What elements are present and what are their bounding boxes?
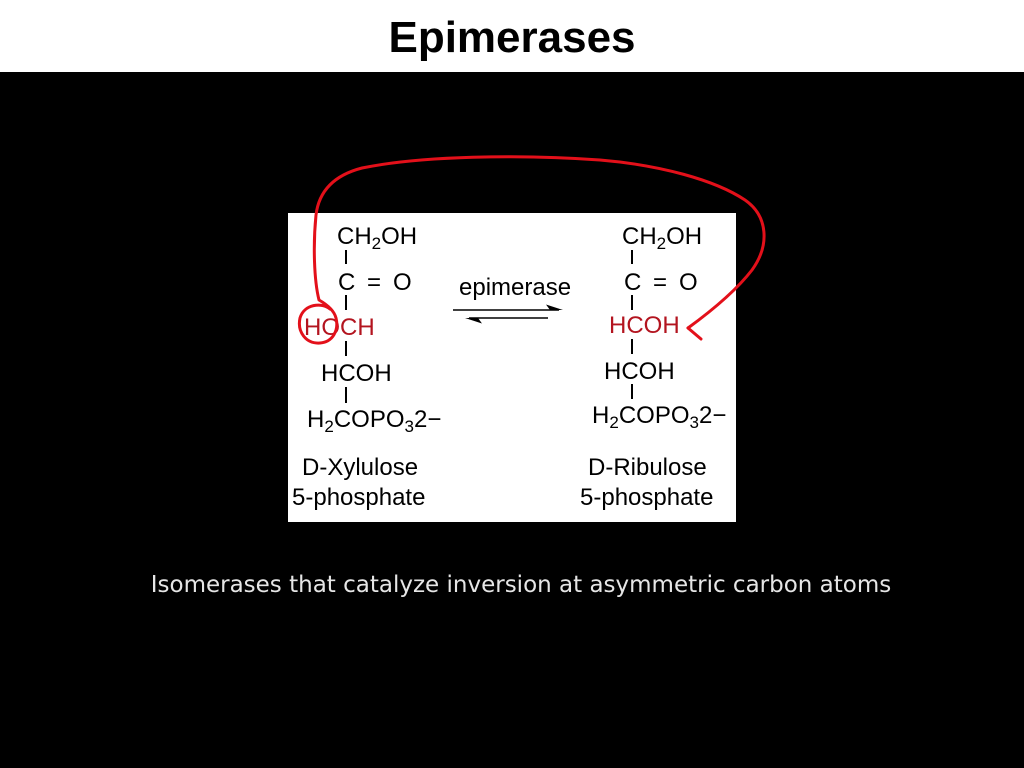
formula-subscript: 3 <box>689 413 699 432</box>
formula-subscript: 2 <box>609 413 619 432</box>
reverse-arrowhead <box>465 318 482 324</box>
product-bond-4 <box>631 384 633 399</box>
product-c1-formula: CH2OH <box>622 223 703 253</box>
product-c2-carbon: C <box>624 269 642 296</box>
slide-title: Epimerases <box>388 13 636 62</box>
reaction-diagram: epimerase CH2OH C = O HOCH HCOH H2COPO32… <box>288 213 736 522</box>
product-c4-formula: HCOH <box>604 358 675 385</box>
substrate-c1-formula: CH2OH <box>337 223 418 253</box>
formula-part: OH <box>381 223 418 250</box>
enzyme-label: epimerase <box>459 274 572 301</box>
substrate-bond-3 <box>345 341 347 356</box>
substrate-bond-4 <box>345 387 347 403</box>
formula-subscript: 3 <box>404 417 414 436</box>
product-bond-2 <box>631 295 633 310</box>
substrate-c2-oxygen: O <box>393 269 412 296</box>
product-bond-3 <box>631 339 633 354</box>
formula-subscript: 2 <box>371 234 382 253</box>
formula-part: H <box>307 406 325 433</box>
product-bond-1 <box>631 250 633 264</box>
formula-part: OH <box>666 223 703 250</box>
title-bar: Epimerases <box>0 0 1024 72</box>
substrate-c2-carbon: C <box>338 269 356 296</box>
product-c2-oxygen: O <box>679 269 698 296</box>
formula-subscript: 2 <box>324 417 334 436</box>
substrate-c3-formula: HOCH <box>304 314 375 341</box>
product-c2-double-bond: = <box>653 269 668 296</box>
formula-charge: 2− <box>413 406 442 433</box>
formula-subscript: 2 <box>656 234 667 253</box>
slide-caption: Isomerases that catalyze inversion at as… <box>150 572 892 598</box>
forward-arrowhead <box>546 304 563 310</box>
formula-part: COPO <box>618 402 690 429</box>
substrate-name: D-Xylulose <box>302 454 419 481</box>
product-name: D-Ribulose <box>588 454 707 481</box>
formula-part: H <box>592 402 610 429</box>
product-c3-formula: HCOH <box>609 312 680 339</box>
substrate-c5-formula: H2COPO32− <box>307 406 442 436</box>
substrate-bond-1 <box>345 250 347 264</box>
formula-part: CH <box>337 223 372 250</box>
formula-part: COPO <box>333 406 405 433</box>
formula-charge: 2− <box>698 402 727 429</box>
substrate-name-suffix: 5-phosphate <box>292 484 426 511</box>
substrate-bond-2 <box>345 295 347 310</box>
product-name-suffix: 5-phosphate <box>580 484 714 511</box>
formula-part: CH <box>622 223 657 250</box>
substrate-c4-formula: HCOH <box>321 360 392 387</box>
product-c5-formula: H2COPO32− <box>592 402 727 432</box>
substrate-c2-double-bond: = <box>367 269 382 296</box>
